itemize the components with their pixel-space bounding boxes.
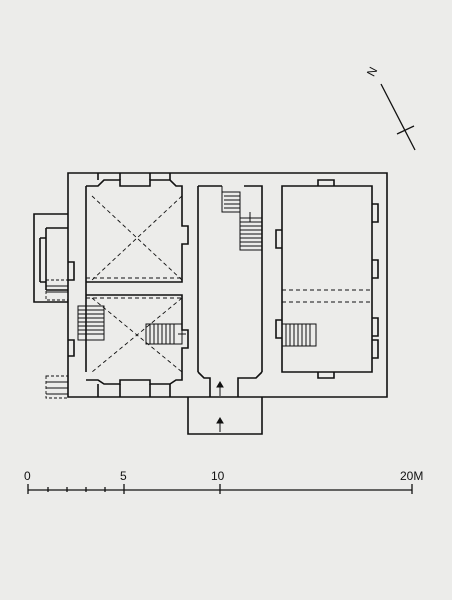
- north-label: N: [364, 65, 380, 79]
- scale-tick-10: 10: [211, 469, 225, 483]
- north-arrow: [380, 83, 416, 151]
- scale-bar: [27, 484, 413, 494]
- stair-hall: [221, 186, 263, 251]
- stair-left: [77, 305, 105, 341]
- stair-annex: [45, 279, 69, 301]
- scale-tick-0: 0: [24, 469, 31, 483]
- scale-tick-5: 5: [120, 469, 127, 483]
- stair-mid-left: [145, 323, 186, 345]
- stair-right: [281, 323, 317, 347]
- stair-entry-outside: [45, 375, 69, 399]
- scale-tick-20m: 20M: [400, 469, 423, 483]
- vault-lines: [86, 195, 372, 373]
- entrance-arrows: [216, 381, 224, 432]
- building-outline: [33, 172, 388, 435]
